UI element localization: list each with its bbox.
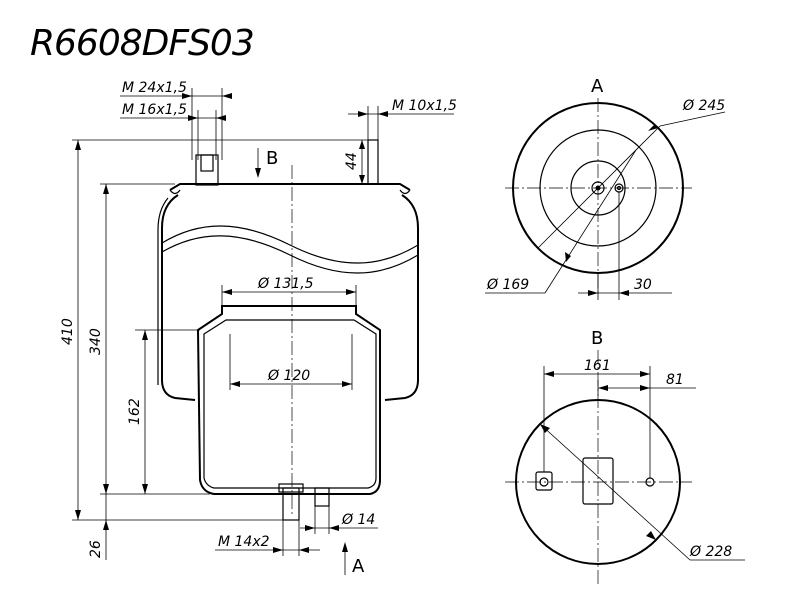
arrow [142,484,148,494]
circle-169 [539,129,657,247]
arrow [188,115,198,121]
arrow [359,140,365,149]
dia-169-leader [544,149,637,294]
bottom-stud-head [278,483,304,493]
dim-161-label: 161 [584,358,611,374]
thread-m24-label: M 24x1,5 [122,80,187,96]
arrow [648,124,658,131]
dia-245-leader [537,125,661,249]
dia-228-label: Ø 228 [689,544,732,560]
arrow [305,525,315,531]
arrow [299,547,309,553]
arrow [346,289,356,295]
view-b-title: B [591,328,603,349]
arrow [142,330,148,340]
arrow [565,252,571,262]
arrow [103,484,109,494]
thread-m10-label: M 10x1,5 [392,98,457,114]
dia-228-leader [539,423,691,561]
bottom-stud [282,487,300,521]
fitting-left-hole [539,477,549,487]
arrow [342,381,352,387]
dim-410-label: 410 [60,318,76,345]
arrow [640,371,650,377]
arrow [75,140,81,150]
arrow [358,111,368,117]
dim-81-label: 81 [666,372,684,388]
air-fitting-bore [200,154,214,172]
bellow-left-inner [157,197,169,385]
view-b-arrowhead [255,168,261,178]
arrow [598,385,608,391]
piston [196,305,381,495]
arrow [75,510,81,520]
view-b: B 161 81 Ø 228 [505,328,745,585]
dia-120-label: Ø 120 [267,368,310,384]
thread-m14-label: M 14x2 [218,534,270,550]
arrow [640,385,650,391]
view-a-arrowhead [342,542,348,552]
bottom-pin [314,487,330,507]
leader-tail [659,111,726,127]
arrow [230,381,240,387]
piston-inner [203,319,377,489]
dia-169-label: Ø 169 [486,277,529,293]
side-view: 410 340 162 26 44 Ø 131,5 [60,80,457,577]
arrow [222,289,232,295]
arrow [103,520,109,530]
center-plate [582,457,614,505]
dim-26-label: 26 [88,540,104,558]
arrow [222,93,232,99]
break-line-2 [161,235,419,274]
view-b-marker: B [266,148,278,169]
air-fitting [195,154,219,186]
arrow [588,290,598,296]
bellow-right [384,194,419,401]
arrow [273,547,283,553]
dia-245-label: Ø 245 [682,98,725,114]
stud-hole-inner [616,185,622,191]
arrow [646,531,656,540]
arrow [182,93,192,99]
dim-162-label: 162 [127,398,143,425]
top-plate [169,183,411,191]
arrow [216,115,226,121]
arrow [103,184,109,194]
fitting-left [535,471,553,491]
view-a-title: A [591,76,604,97]
dim-340-label: 340 [88,328,104,355]
arrow [378,111,388,117]
arrow [359,175,365,184]
view-a: A Ø 245 Ø 169 30 [485,76,725,300]
inner-circle [570,160,626,216]
arrow [329,525,339,531]
bellow-left [161,194,196,401]
thread-m16-label: M 16x1,5 [122,102,187,118]
dia-131-label: Ø 131,5 [257,276,314,292]
top-stud [367,139,379,185]
arrow [619,290,629,296]
arrow [544,371,554,377]
arrow [540,424,550,433]
view-a-marker: A [352,556,365,577]
dia-14-label: Ø 14 [341,512,375,528]
dim-44-label: 44 [344,152,360,170]
part-number-title: R6608DFS03 [30,23,254,64]
break-line [161,225,419,264]
port-hole [591,181,605,195]
top-plate-lips [169,189,411,195]
outer-circle-228 [515,399,681,565]
dim-30-label: 30 [634,277,652,293]
